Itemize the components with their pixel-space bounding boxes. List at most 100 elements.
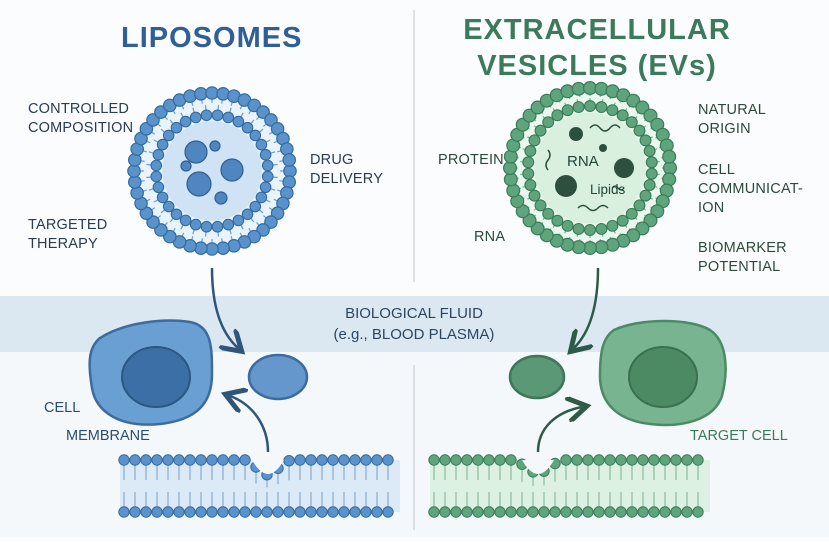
membrane-head — [240, 455, 250, 465]
membrane-head — [119, 507, 129, 517]
released-liposome — [249, 355, 307, 399]
lipid-head — [212, 221, 223, 232]
membrane-head — [440, 507, 450, 517]
membrane-head — [361, 455, 371, 465]
membrane-head — [660, 455, 670, 465]
membrane-head — [638, 507, 648, 517]
lipid-head — [260, 149, 271, 160]
lipid-head — [180, 116, 191, 127]
label-line: COMPOSITION — [28, 119, 133, 138]
ev-cargo — [555, 175, 577, 197]
membrane-head — [594, 455, 604, 465]
membrane-head — [229, 455, 239, 465]
lipid-head — [646, 168, 657, 179]
ev-inner-lipids: Lipids — [590, 182, 625, 197]
membrane-head — [495, 455, 505, 465]
label-line: TARGETED — [28, 216, 107, 235]
ev-title-line2: VESICLES (EVs) — [452, 48, 742, 84]
lipid-head — [153, 149, 164, 160]
membrane-head — [383, 507, 393, 517]
lipid-head — [157, 192, 168, 203]
lipid-head — [543, 208, 554, 219]
lipid-head — [206, 243, 218, 255]
lipid-head — [585, 225, 596, 236]
membrane-head — [473, 455, 483, 465]
membrane-head — [616, 507, 626, 517]
membrane-head — [495, 507, 505, 517]
membrane-head — [627, 507, 637, 517]
membrane-head — [440, 455, 450, 465]
membrane-head — [196, 507, 206, 517]
membrane-head — [693, 507, 703, 517]
membrane-head — [174, 507, 184, 517]
lipid-head — [607, 105, 618, 116]
lipid-head — [180, 215, 191, 226]
liposome-vesicle — [128, 87, 296, 255]
released-ev — [510, 356, 564, 398]
membrane-head — [583, 455, 593, 465]
label-line: BIOMARKER — [698, 239, 787, 258]
label-line: COMMUNICAT- — [698, 180, 803, 199]
lipid-head — [217, 88, 229, 100]
lipid-head — [562, 105, 573, 116]
lipid-head — [525, 180, 536, 191]
ev-inner-rna: RNA — [567, 153, 599, 170]
lipid-head — [634, 125, 645, 136]
lipid-head — [151, 160, 162, 171]
membrane-head — [671, 507, 681, 517]
membrane-head — [638, 455, 648, 465]
lipid-head — [201, 110, 212, 121]
membrane-head — [185, 507, 195, 517]
lipid-head — [233, 116, 244, 127]
label-protein: PROTEIN — [438, 151, 504, 170]
membrane-head — [594, 507, 604, 517]
lipid-head — [250, 130, 261, 141]
membrane-head — [649, 455, 659, 465]
membrane-head — [572, 455, 582, 465]
left-membrane — [119, 455, 400, 517]
lipid-head — [585, 101, 596, 112]
membrane-head — [306, 507, 316, 517]
label-line: CONTROLLED — [28, 100, 133, 119]
membrane-head — [660, 507, 670, 517]
lipid-head — [212, 110, 223, 121]
lipid-head — [217, 242, 229, 254]
lipid-head — [128, 165, 140, 177]
membrane-head — [550, 507, 560, 517]
fluid-label: BIOLOGICAL FLUID (e.g., BLOOD PLASMA) — [264, 303, 564, 345]
membrane-head — [163, 507, 173, 517]
lipid-head — [171, 122, 182, 133]
lipid-head — [256, 139, 267, 150]
label-natural-origin: NATURAL ORIGIN — [698, 101, 766, 139]
target-cell-label: TARGET CELL — [690, 428, 788, 444]
lipid-head — [529, 135, 540, 146]
membrane-head — [484, 507, 494, 517]
membrane-head — [306, 455, 316, 465]
label-targeted-therapy: TARGETED THERAPY — [28, 216, 107, 254]
label-line: DELIVERY — [310, 170, 383, 189]
target-cell — [600, 321, 726, 425]
lipid-head — [201, 221, 212, 232]
lipid-head — [151, 171, 162, 182]
membrane-head — [141, 455, 151, 465]
left-cell — [90, 321, 212, 425]
lipid-head — [640, 190, 651, 201]
membrane-head — [429, 507, 439, 517]
cargo-particle — [187, 172, 211, 196]
lipid-head — [634, 200, 645, 211]
cargo-particle — [215, 192, 227, 204]
membrane-head — [572, 507, 582, 517]
ev-title: EXTRACELLULAR VESICLES (EVs) — [452, 12, 742, 84]
membrane-head — [284, 456, 294, 466]
membrane-head — [462, 455, 472, 465]
label-biomarker-potential: BIOMARKER POTENTIAL — [698, 239, 787, 277]
right-membrane — [429, 455, 710, 517]
label-line: ION — [698, 199, 803, 218]
membrane-head — [218, 507, 228, 517]
membrane-head — [185, 455, 195, 465]
lipid-head — [626, 208, 637, 219]
cell-label: CELL — [44, 400, 80, 416]
membrane-head — [262, 507, 272, 517]
lipid-head — [663, 150, 676, 163]
